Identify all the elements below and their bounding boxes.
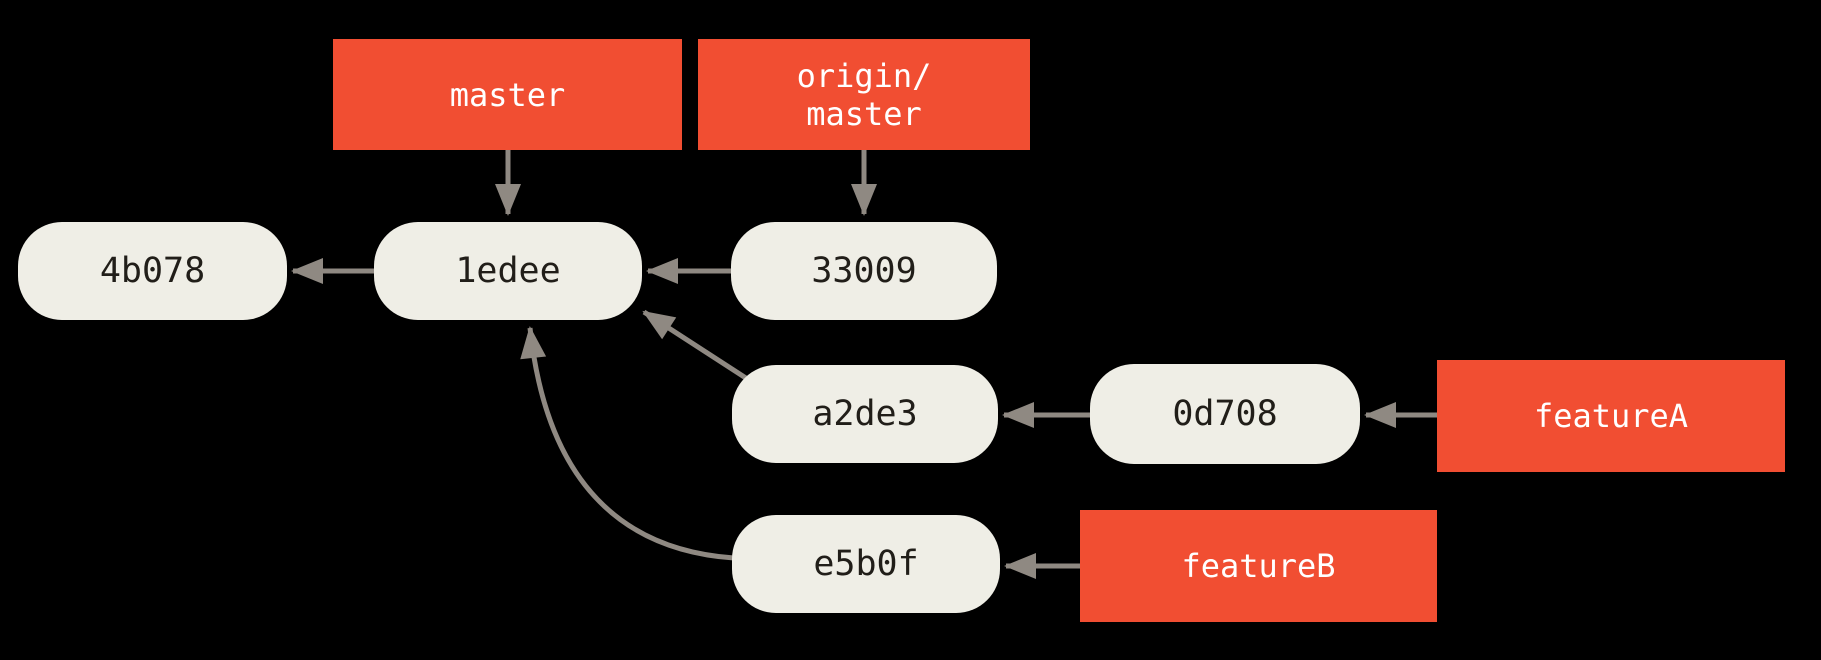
branch-label-text-line2: master <box>806 94 922 133</box>
commit-hash-text: e5b0f <box>813 544 919 584</box>
commit-hash-text: 33009 <box>811 251 917 291</box>
commit-node-a2de3: a2de3 <box>732 365 998 463</box>
commit-node-4b078: 4b078 <box>18 222 287 320</box>
branch-label-featureB: featureB <box>1080 510 1437 622</box>
commit-hash-text: 0d708 <box>1172 394 1278 434</box>
commit-node-33009: 33009 <box>731 222 997 320</box>
commit-node-e5b0f: e5b0f <box>732 515 1000 613</box>
branch-label-origin-master: origin/ master <box>698 39 1030 150</box>
branch-label-text: featureA <box>1533 397 1689 435</box>
commit-node-0d708: 0d708 <box>1090 364 1360 464</box>
commit-hash-text: a2de3 <box>812 394 918 434</box>
branch-label-master: master <box>333 39 682 150</box>
edge-a2de3-to-1edee <box>642 309 754 385</box>
commit-hash-text: 1edee <box>455 251 561 291</box>
commit-hash-text: 4b078 <box>99 251 206 291</box>
edge-e5b0f-to-1edee <box>520 326 735 561</box>
branch-label-featureA: featureA <box>1437 360 1785 472</box>
branch-label-text-line1: origin/ <box>796 56 932 95</box>
commit-node-1edee: 1edee <box>374 222 642 320</box>
branch-label-text: master <box>449 75 566 114</box>
branch-label-text: featureB <box>1181 547 1336 585</box>
